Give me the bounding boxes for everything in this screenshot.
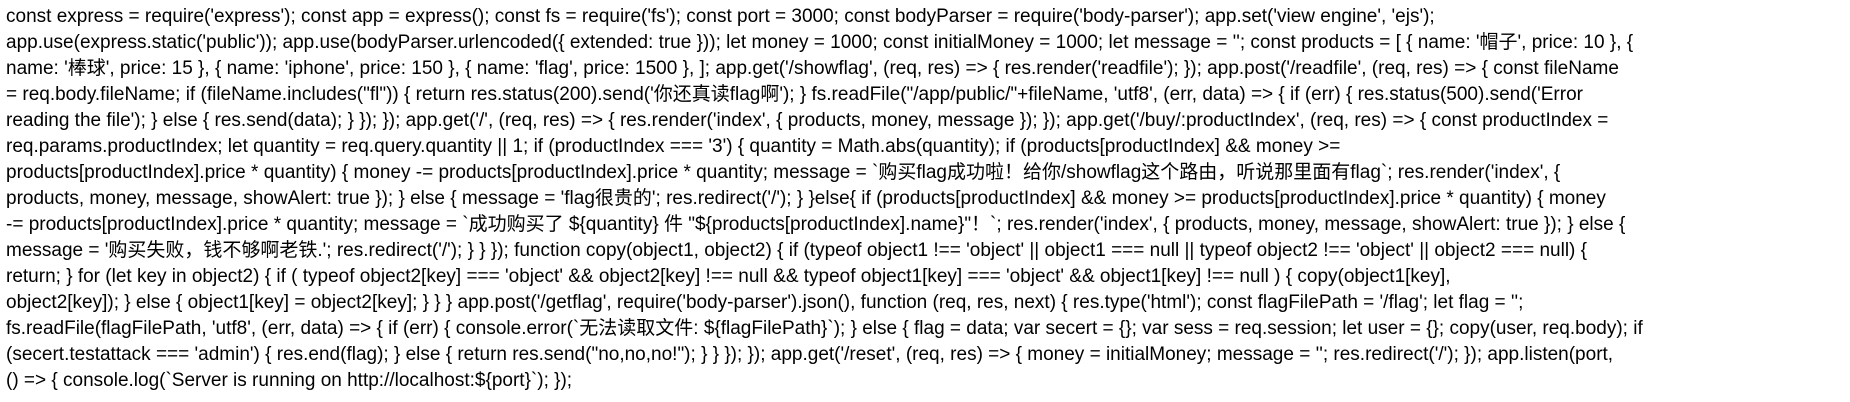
code-line: req.params.productIndex; let quantity = …	[6, 136, 1341, 157]
code-line: object2[key]); } else { object1[key] = o…	[6, 292, 1524, 313]
code-line: app.use(express.static('public')); app.u…	[6, 32, 1634, 53]
code-line: -= products[productIndex].price * quanti…	[6, 214, 1626, 235]
code-line: products, money, message, showAlert: tru…	[6, 188, 1606, 209]
code-line: name: '棒球', price: 15 }, { name: 'iphone…	[6, 58, 1619, 79]
code-line: products[productIndex].price * quantity)…	[6, 162, 1561, 183]
code-line: return; } for (let key in object2) { if …	[6, 266, 1451, 287]
code-line: = req.body.fileName; if (fileName.includ…	[6, 84, 1583, 105]
code-line: () => { console.log(`Server is running o…	[6, 370, 573, 391]
code-line: reading the file'); } else { res.send(da…	[6, 110, 1609, 131]
code-line: message = '购买失败，钱不够啊老铁.'; res.redirect('…	[6, 240, 1587, 261]
code-line: const express = require('express'); cons…	[6, 6, 1435, 27]
code-line: (secert.testattack === 'admin') { res.en…	[6, 344, 1614, 365]
code-line: fs.readFile(flagFilePath, 'utf8', (err, …	[6, 318, 1643, 339]
